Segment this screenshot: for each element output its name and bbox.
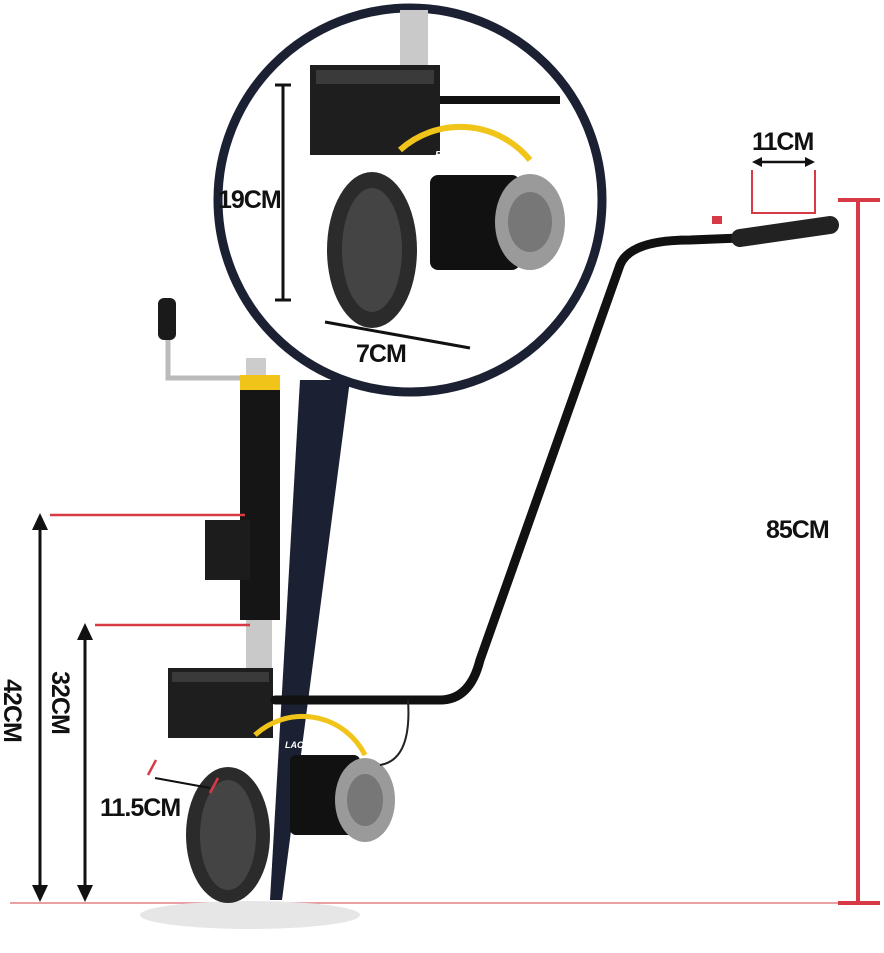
shadow — [140, 901, 360, 929]
dim-line-11cm — [751, 157, 816, 214]
crank-handle — [158, 298, 245, 381]
dim-arrow-42cm — [32, 513, 48, 902]
label-42cm: 42CM — [0, 679, 26, 742]
dim-arrow-32cm — [77, 623, 93, 902]
lower-motor-unit: LACK SERIES — [168, 668, 395, 903]
grip-button — [712, 216, 722, 224]
label-85cm: 85CM — [766, 516, 830, 544]
dim-line-85cm — [838, 198, 880, 905]
brand-lettering-lower: LACK SERIES — [285, 740, 346, 750]
label-7cm: 7CM — [356, 340, 407, 368]
dim-line-7cm — [324, 320, 471, 350]
jack-post — [205, 358, 280, 670]
power-cable — [379, 699, 410, 766]
label-32cm: 32CM — [45, 671, 74, 734]
brand-lettering: BLACK SERIES — [435, 150, 510, 161]
handle-grip — [731, 216, 839, 247]
label-11cm: 11CM — [752, 128, 814, 156]
label-11-5cm: 11.5CM — [100, 794, 181, 822]
tow-handle — [270, 233, 745, 705]
dim-marks-11-5cm — [146, 759, 220, 794]
zoom-inset: BLACK SERIES — [213, 3, 607, 397]
label-19cm: 19CM — [218, 186, 282, 214]
